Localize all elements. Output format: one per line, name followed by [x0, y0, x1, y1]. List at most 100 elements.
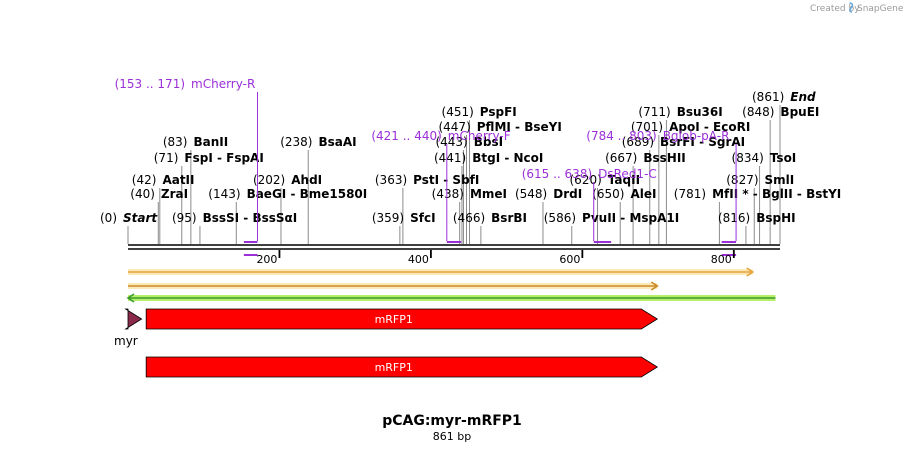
orf-arrowhead	[126, 293, 135, 303]
site-position: (0)	[100, 211, 117, 225]
feature-label: mRFP1	[375, 313, 413, 326]
site-position: (202)	[253, 173, 285, 187]
restriction-site-label: (238)BsaAI	[280, 135, 356, 149]
site-enzyme: BpuEI	[780, 105, 819, 119]
site-labels: (0) Start (40) ZraI (42) AatII (71)FspI - FspA…	[100, 90, 841, 225]
restriction-site-label: (143)BaeGI - Bme1580I	[208, 187, 367, 201]
site-position: (548)	[515, 187, 547, 201]
orf-arrowhead	[650, 281, 659, 291]
site-enzyme: BssSI - BssSαI	[203, 211, 298, 225]
site-enzyme: PflMI - BseYI	[477, 120, 562, 134]
site-lines	[127, 105, 781, 244]
restriction-site-label: (83)BanII	[163, 135, 228, 149]
restriction-site-label: (466)BsrBI	[453, 211, 527, 225]
site-position: (71)	[154, 151, 179, 165]
brand-created-by: Created by	[810, 4, 860, 14]
site-position: (861)	[752, 90, 784, 104]
site-enzyme: AhdI	[291, 173, 322, 187]
site-enzyme: MfII * - BglII - BstYI	[712, 187, 841, 201]
primer-label: (784 .. 803) Bglob-pA-R	[586, 129, 729, 143]
feature-arrow	[124, 308, 143, 330]
site-enzyme: BssHII	[643, 151, 685, 165]
site-enzyme: Bsu36I	[677, 105, 723, 119]
restriction-site-label: (586)PvuII - MspA1I	[544, 211, 679, 225]
site-position: (781)	[674, 187, 706, 201]
site-position: (438)	[432, 187, 464, 201]
restriction-site-label: (834)TsoI	[732, 151, 797, 165]
site-position: (650)	[592, 187, 624, 201]
site-position: (40)	[130, 187, 155, 201]
restriction-site-label: (441)BtgI - NcoI	[434, 151, 543, 165]
primer-label: (153 .. 171)mCherry-R	[115, 77, 256, 91]
site-position: (451)	[442, 105, 474, 119]
primer-name: mCherry-R	[191, 77, 255, 91]
restriction-site-label: (202) AhdI	[253, 173, 322, 187]
site-enzyme: MmeI	[470, 187, 507, 201]
site-position: (711)	[638, 105, 670, 119]
site-position: (441)	[434, 151, 466, 165]
site-enzyme: Start	[123, 211, 158, 225]
snapgene-brand: Created by SnapGene	[810, 2, 904, 14]
restriction-site-label: (711) Bsu36I	[638, 105, 722, 119]
ruler-tick-label: 600	[559, 253, 580, 266]
restriction-site-label: (363)PstI - SbfI	[375, 173, 479, 187]
site-position: (447)	[438, 120, 470, 134]
map-length: 861 bp	[433, 430, 471, 443]
site-enzyme: BsrFI - SgrAI	[660, 135, 745, 149]
ruler-tick-label: 400	[408, 253, 429, 266]
site-position: (689)	[622, 135, 654, 149]
site-position: (667)	[605, 151, 637, 165]
restriction-site-label: (447) PflMI - BseYI	[438, 120, 561, 134]
feature-arrow	[145, 356, 659, 378]
site-enzyme: BsrBI	[491, 211, 527, 225]
site-position: (848)	[742, 105, 774, 119]
sequence-backbone	[128, 244, 780, 250]
restriction-site-label: (650) AleI	[592, 187, 656, 201]
site-enzyme: PspFI	[480, 105, 517, 119]
feature-label: myr	[114, 334, 138, 348]
primer-name: mCherry-F	[448, 129, 511, 143]
restriction-site-label: (548)DrdI	[515, 187, 582, 201]
site-enzyme: SfcI	[410, 211, 435, 225]
primer-range: (421 .. 440)	[371, 129, 441, 143]
site-enzyme: AatII	[162, 173, 194, 187]
restriction-site-label: (827) SmlI	[726, 173, 794, 187]
site-position: (701)	[631, 120, 663, 134]
primer-layer: (153 .. 171)mCherry-R (421 .. 440) mCherry…	[115, 77, 737, 256]
primer-range: (784 .. 803)	[586, 129, 656, 143]
site-enzyme: PvuII - MspA1I	[582, 211, 679, 225]
orf-arrowhead	[746, 267, 755, 277]
site-position: (238)	[280, 135, 312, 149]
restriction-site-label: (0) Start	[100, 211, 158, 225]
ruler-tick-label: 800	[711, 253, 732, 266]
primer-label: (421 .. 440) mCherry-F	[371, 129, 510, 143]
site-position: (42)	[132, 173, 157, 187]
site-enzyme: AleI	[630, 187, 656, 201]
brand-name: SnapGene	[857, 4, 904, 14]
primer-name: Bglob-pA-R	[663, 129, 730, 143]
site-enzyme: ApoI - EcoRI	[669, 120, 750, 134]
site-enzyme: BspHI	[756, 211, 795, 225]
site-position: (827)	[726, 173, 758, 187]
site-position: (834)	[732, 151, 764, 165]
site-position: (443)	[435, 135, 467, 149]
site-enzyme: SmlI	[765, 173, 795, 187]
restriction-site-label: (667) BssHII	[605, 151, 686, 165]
restriction-site-label: (861)End	[752, 90, 816, 104]
map-title: pCAG:myr-mRFP1	[382, 413, 522, 429]
restriction-site-label: (701) ApoI - EcoRI	[631, 120, 750, 134]
site-enzyme: ZraI	[161, 187, 188, 201]
restriction-site-label: (689) BsrFI - SgrAI	[622, 135, 745, 149]
site-position: (816)	[718, 211, 750, 225]
restriction-site-label: (443)BbsI	[435, 135, 503, 149]
site-position: (143)	[208, 187, 240, 201]
primer-range: (615 .. 638)	[522, 167, 592, 181]
restriction-site-label: (71)FspI - FspAI	[154, 151, 264, 165]
restriction-site-label: (40) ZraI	[130, 187, 188, 201]
site-enzyme: PstI - SbfI	[413, 173, 479, 187]
restriction-site-label: (359)SfcI	[372, 211, 436, 225]
restriction-site-label: (42) AatII	[132, 173, 195, 187]
restriction-site-label: (781) MfII * - BglII - BstYI	[674, 187, 841, 201]
primer-name: DsRed1-C	[598, 167, 657, 181]
